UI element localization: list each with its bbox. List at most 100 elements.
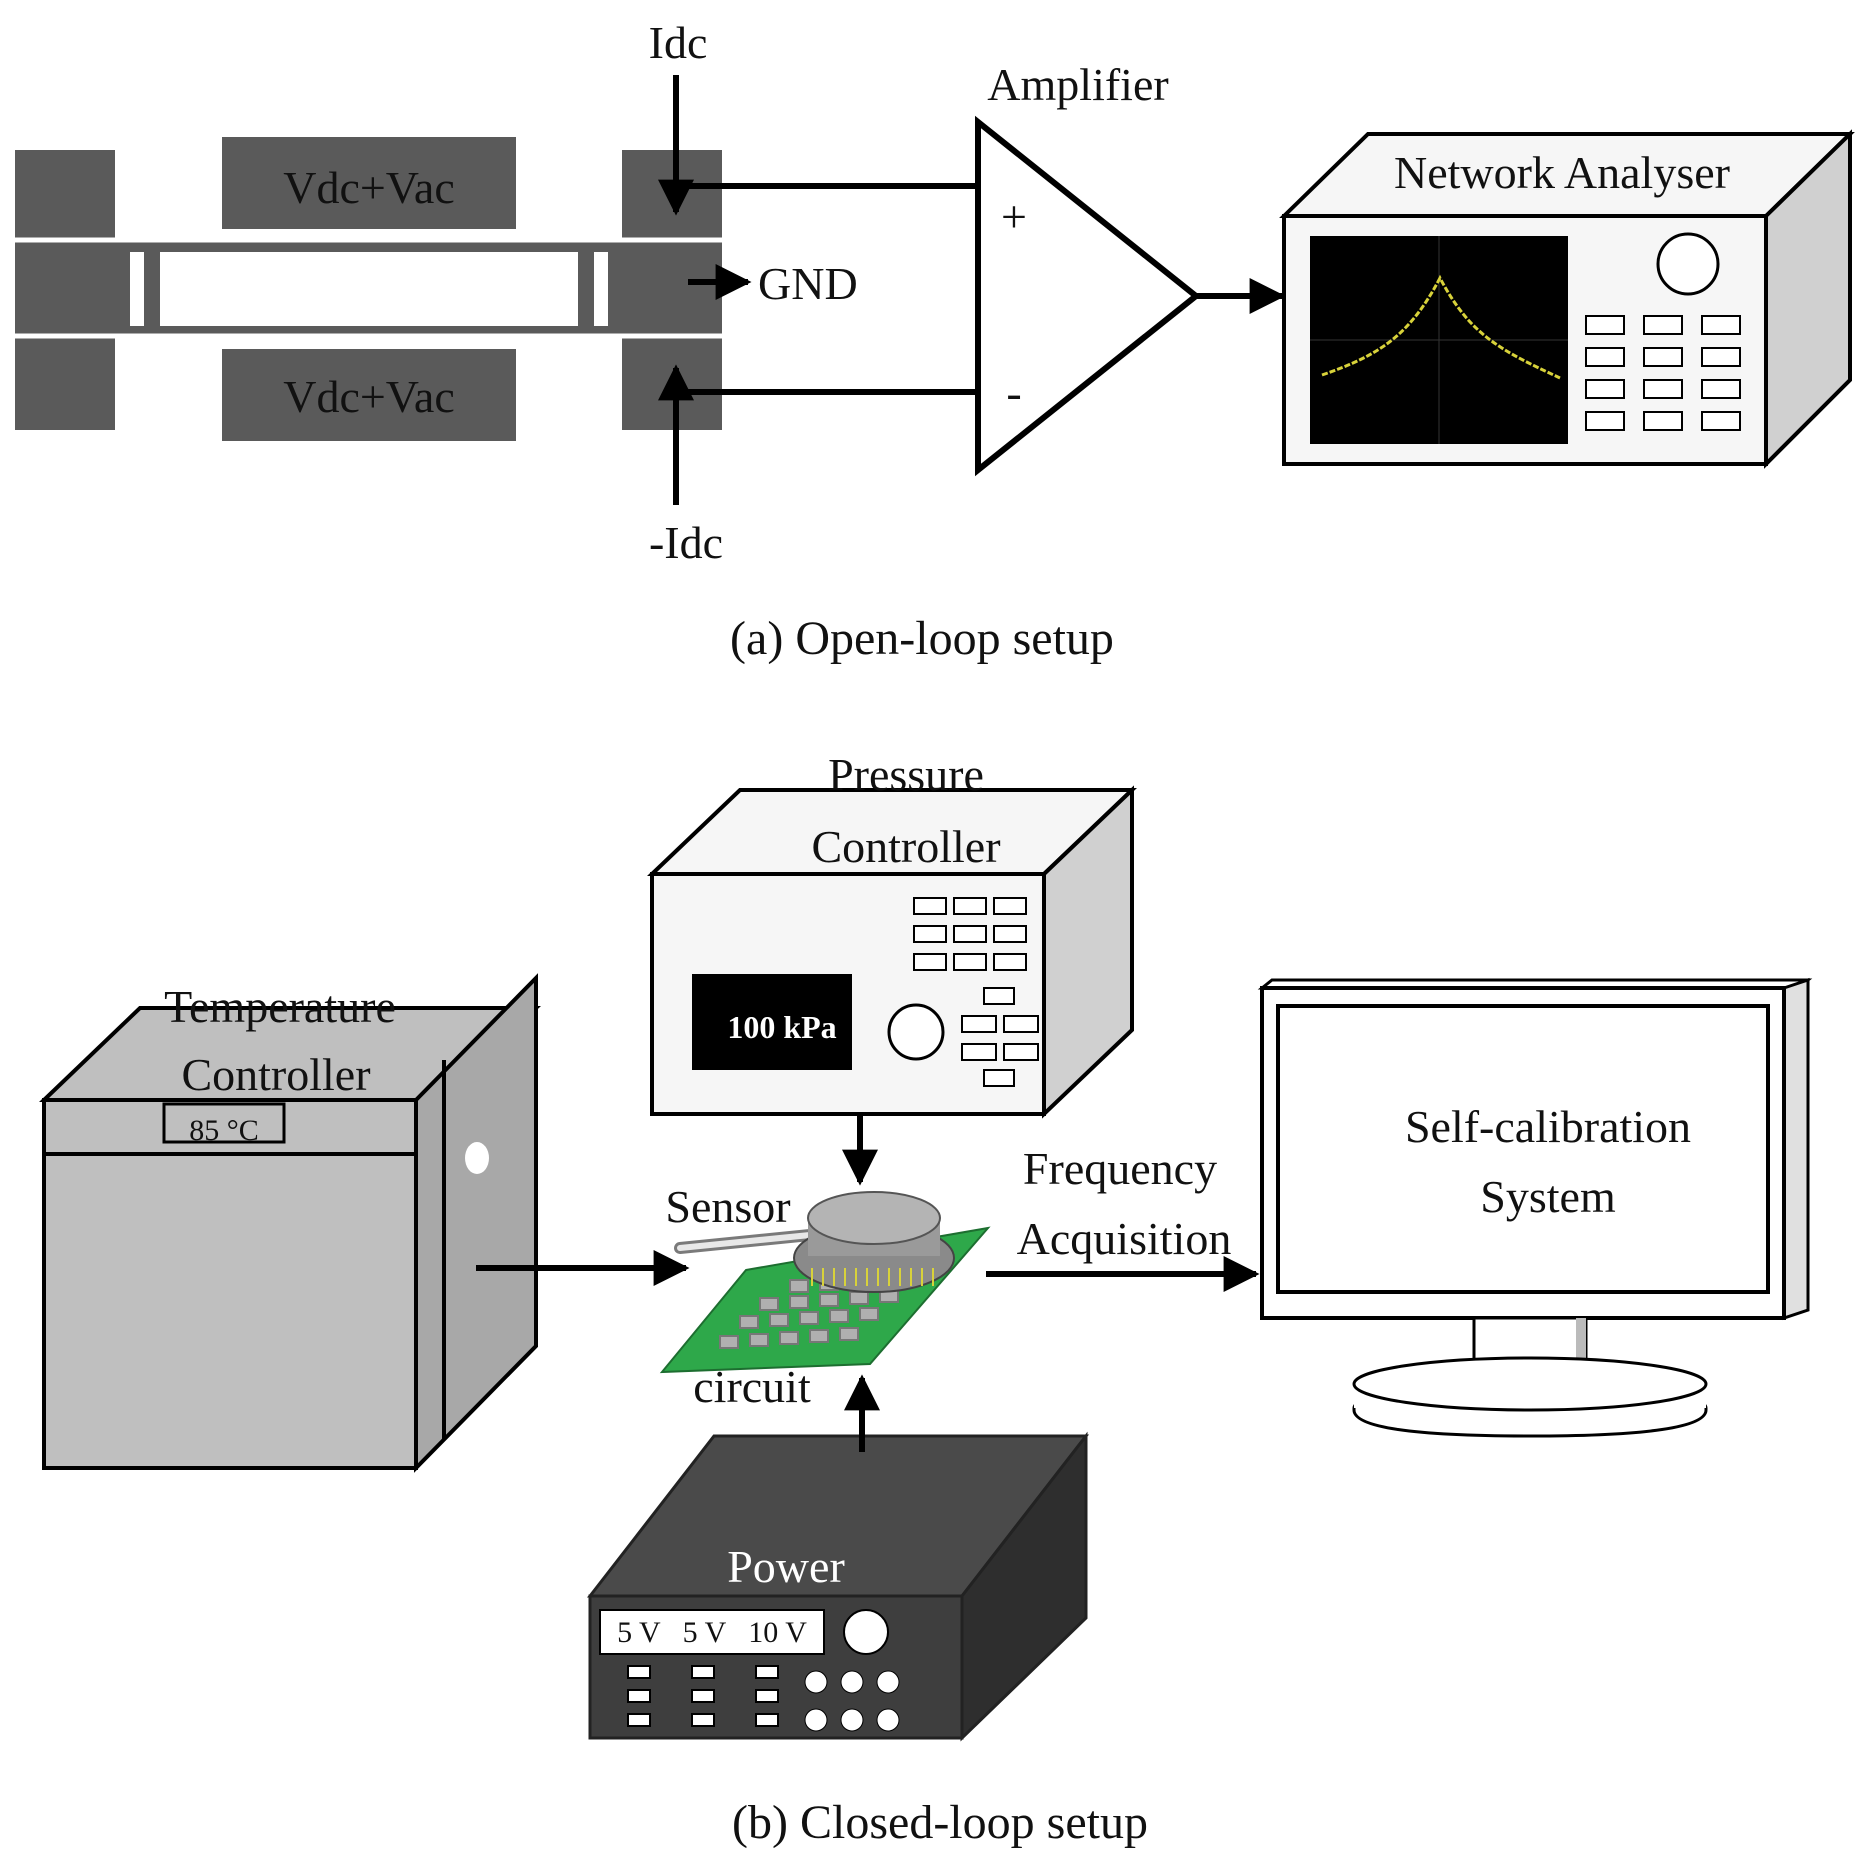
pressure-key	[913, 925, 947, 943]
resonance-trace	[1321, 274, 1561, 380]
bottom-electrode	[222, 349, 516, 441]
pressure-key	[913, 953, 947, 971]
analyser-label: Network Analyser	[1394, 147, 1730, 198]
power-buttons	[627, 1665, 900, 1732]
top-electrode-label: Vdc+Vac	[283, 162, 455, 213]
sensor-cap	[807, 1191, 941, 1245]
self-calibration-monitor: Self-calibration System	[1257, 977, 1813, 1438]
analyser-key	[1643, 347, 1683, 367]
analyser-key	[1643, 379, 1683, 399]
pcb-chip	[829, 1309, 849, 1323]
power-knob-icon	[843, 1609, 889, 1655]
plus-sign: +	[1001, 191, 1027, 242]
right-slot	[594, 252, 608, 326]
oven-front	[42, 1098, 418, 1470]
power-jack-icon	[876, 1670, 900, 1694]
pressure-label-1: Pressure	[828, 749, 984, 800]
idc-label: Idc	[649, 17, 708, 68]
pcb-chip	[789, 1295, 809, 1309]
temperature-controller: 85 °C Temperature Controller	[39, 973, 541, 1473]
caption-open-loop: (a) Open-loop setup	[730, 612, 1114, 665]
voltage-readout: 5 V 5 V 10 V	[617, 1616, 807, 1649]
pressure-controller: Pressure Controller 100 kPa	[647, 749, 1137, 1119]
analyser-keypad	[1585, 315, 1741, 431]
pcb-chip	[819, 1293, 839, 1307]
power-button	[627, 1713, 651, 1727]
pressure-keypad	[913, 897, 1039, 1087]
power-jack-icon	[804, 1708, 828, 1732]
power-button	[755, 1665, 779, 1679]
power-supply: Power 5 V 5 V 10 V	[586, 1431, 1090, 1742]
pressure-key	[1003, 1015, 1039, 1033]
power-jack-icon	[804, 1670, 828, 1694]
voltage-display	[599, 1609, 825, 1655]
oven-display	[162, 1102, 286, 1144]
analyser-key	[1585, 379, 1625, 399]
frequency-label-2: Acquisition	[1017, 1213, 1232, 1264]
temperature-label-1: Temperature	[164, 981, 396, 1032]
analyser-key	[1701, 315, 1741, 335]
pressure-key	[993, 897, 1027, 915]
pcb-chip	[779, 1331, 799, 1345]
power-jack-icon	[840, 1670, 864, 1694]
pressure-key	[913, 897, 947, 915]
pressure-key	[953, 925, 987, 943]
pcb-chip	[799, 1311, 819, 1325]
amplifier-label: Amplifier	[987, 59, 1168, 110]
pcb-chip	[809, 1329, 829, 1343]
amplifier-triangle	[975, 115, 1201, 477]
analyser-key	[1701, 347, 1741, 367]
pressure-key	[983, 1069, 1015, 1087]
power-button	[627, 1689, 651, 1703]
monitor-screen	[1276, 1004, 1770, 1294]
pcb-chip	[719, 1335, 739, 1349]
resonator-gap	[160, 252, 578, 326]
neg-idc-label: -Idc	[649, 517, 723, 568]
caption-closed-loop: (b) Closed-loop setup	[732, 1796, 1148, 1849]
pressure-key	[983, 987, 1015, 1005]
power-jack-icon	[840, 1708, 864, 1732]
power-jack-icon	[876, 1708, 900, 1732]
gnd-label: GND	[758, 258, 858, 309]
temperature-label-2: Controller	[181, 1049, 370, 1100]
sensor-pins	[811, 1268, 934, 1286]
pressure-key	[993, 953, 1027, 971]
analyser-key	[1701, 379, 1741, 399]
pressure-key	[961, 1043, 997, 1061]
pressure-display	[692, 974, 852, 1070]
system-label-1: Self-calibration	[1405, 1101, 1691, 1152]
pressure-label-2: Controller	[811, 821, 1000, 872]
power-button	[691, 1713, 715, 1727]
analyser-key	[1585, 347, 1625, 367]
pcb-chip	[759, 1297, 779, 1311]
analyser-key	[1585, 315, 1625, 335]
temperature-readout: 85 °C	[189, 1114, 259, 1147]
pressure-key	[953, 897, 987, 915]
sensor-label: Sensor	[665, 1181, 790, 1232]
pressure-key	[993, 925, 1027, 943]
top-electrode	[222, 137, 516, 229]
bottom-electrode-label: Vdc+Vac	[283, 371, 455, 422]
analyser-key	[1643, 411, 1683, 431]
oven-handle-icon	[465, 1142, 489, 1174]
circuit-label: circuit	[693, 1361, 811, 1412]
pressure-key	[1003, 1043, 1039, 1061]
power-button	[691, 1689, 715, 1703]
pressure-key	[961, 1015, 997, 1033]
pcb-chip	[739, 1315, 759, 1329]
pressure-key	[953, 953, 987, 971]
pcb-chip	[839, 1327, 859, 1341]
pcb-chip	[849, 1291, 869, 1305]
power-button	[627, 1665, 651, 1679]
frequency-label-1: Frequency	[1023, 1143, 1217, 1194]
pcb-chip	[749, 1333, 769, 1347]
minus-sign: -	[1006, 367, 1021, 418]
power-button	[691, 1665, 715, 1679]
analyser-knob-icon	[1656, 232, 1720, 296]
pcb-chip	[859, 1307, 879, 1321]
power-button	[755, 1689, 779, 1703]
sensor-assembly: Sensor circuit	[659, 1181, 991, 1412]
analyser-key	[1643, 315, 1683, 335]
power-button	[755, 1713, 779, 1727]
